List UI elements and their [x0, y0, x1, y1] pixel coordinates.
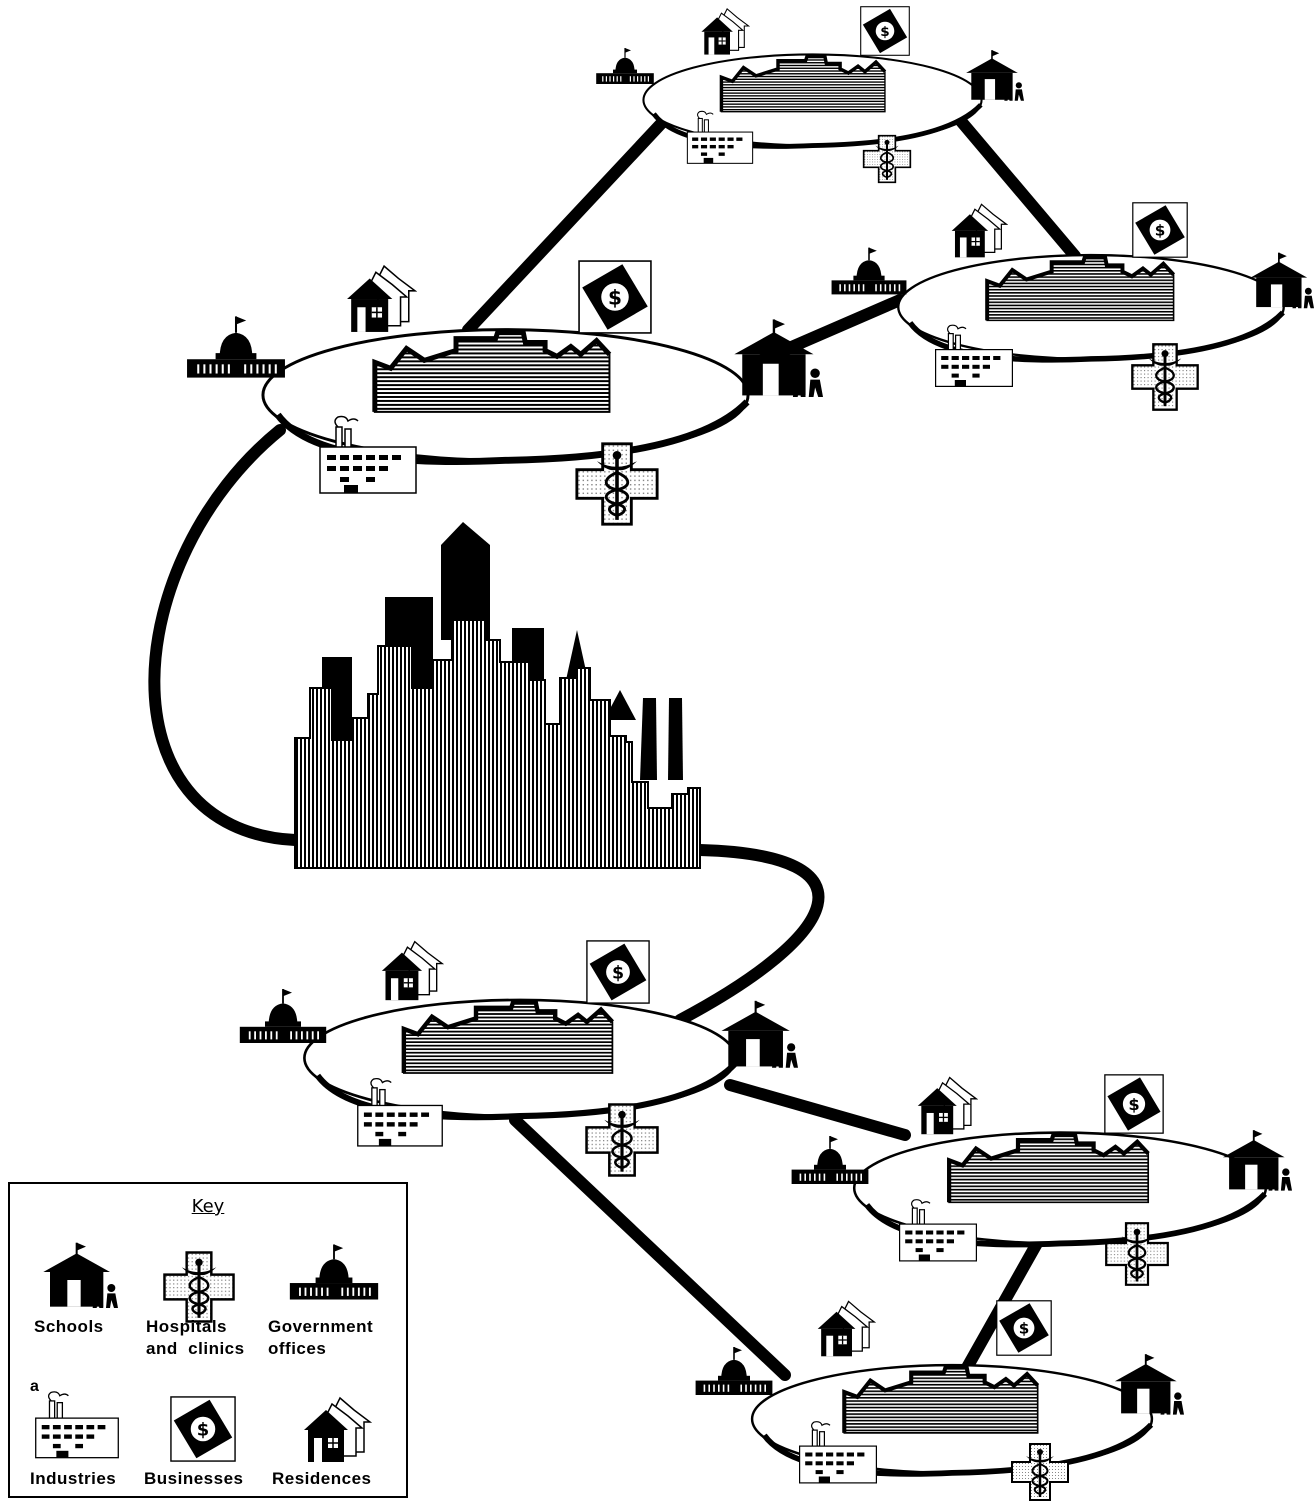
- hospital-icon: [162, 1250, 236, 1324]
- business-icon: [578, 260, 652, 334]
- business-icon: [1132, 202, 1188, 258]
- school-icon: [720, 1000, 798, 1069]
- government-office-icon: [595, 47, 655, 85]
- school-icon: [1113, 1353, 1184, 1416]
- business-icon: [860, 6, 910, 56]
- school-icon: [965, 49, 1024, 102]
- industry-icon: [34, 1384, 120, 1466]
- legend-label-government-line1: Government: [268, 1317, 374, 1336]
- business-icon: [996, 1300, 1052, 1356]
- residence-icon: [302, 1394, 372, 1464]
- road-upper-left-to-top: [462, 106, 678, 336]
- school-icon: [1249, 251, 1314, 310]
- town-bottom: [694, 1300, 1184, 1501]
- legend-label-hospitals-line1: Hospitals: [146, 1317, 228, 1336]
- school-icon: [733, 318, 823, 399]
- legend-label-schools: Schools: [34, 1317, 104, 1336]
- legend-label-government: Government offices: [268, 1316, 373, 1360]
- road-city-to-middle: [674, 844, 825, 1026]
- legend-label-residences: Residences: [272, 1469, 372, 1488]
- town-upper-right: [830, 202, 1314, 412]
- business-icon: [1104, 1074, 1164, 1134]
- town-middle: [238, 940, 798, 1178]
- government-office-icon: [288, 1232, 380, 1312]
- legend-label-industries: Industries: [30, 1469, 117, 1488]
- school-icon: [38, 1236, 118, 1316]
- road-middle-to-bottom: [509, 1114, 791, 1381]
- hospital-icon: [584, 1102, 660, 1178]
- road-top-to-upper-right: [954, 114, 1081, 262]
- residence-icon: [700, 8, 750, 56]
- legend-label-hospitals: Hospitals and clinics: [146, 1316, 245, 1360]
- legend-box: Key Schools Hospitals and clinics Govern…: [8, 1182, 408, 1498]
- business-icon: [170, 1396, 236, 1462]
- residence-icon: [381, 940, 443, 1001]
- road-upper-left-to-city: [148, 424, 301, 846]
- legend-title: Key: [191, 1196, 225, 1217]
- town-upper-left: [185, 260, 823, 526]
- town-lower-right: [790, 1074, 1292, 1287]
- town-top: [595, 6, 1024, 184]
- legend-label-government-line2: offices: [268, 1339, 327, 1358]
- residence-icon: [951, 203, 1007, 258]
- road-middle-to-lower-right: [724, 1079, 911, 1141]
- legend-label-hospitals-line2: and clinics: [146, 1339, 245, 1358]
- central-city-skyline: [294, 522, 701, 869]
- residence-icon: [917, 1076, 977, 1135]
- residence-icon: [817, 1300, 875, 1357]
- government-office-icon: [790, 1134, 870, 1186]
- legend-label-businesses: Businesses: [144, 1469, 244, 1488]
- school-icon: [1221, 1129, 1292, 1192]
- government-office-icon: [830, 246, 908, 296]
- government-office-icon: [185, 314, 287, 380]
- residence-icon: [346, 265, 416, 333]
- business-icon: [586, 940, 650, 1004]
- government-office-icon: [238, 987, 328, 1045]
- legend-footnote-mark: a: [30, 1378, 39, 1395]
